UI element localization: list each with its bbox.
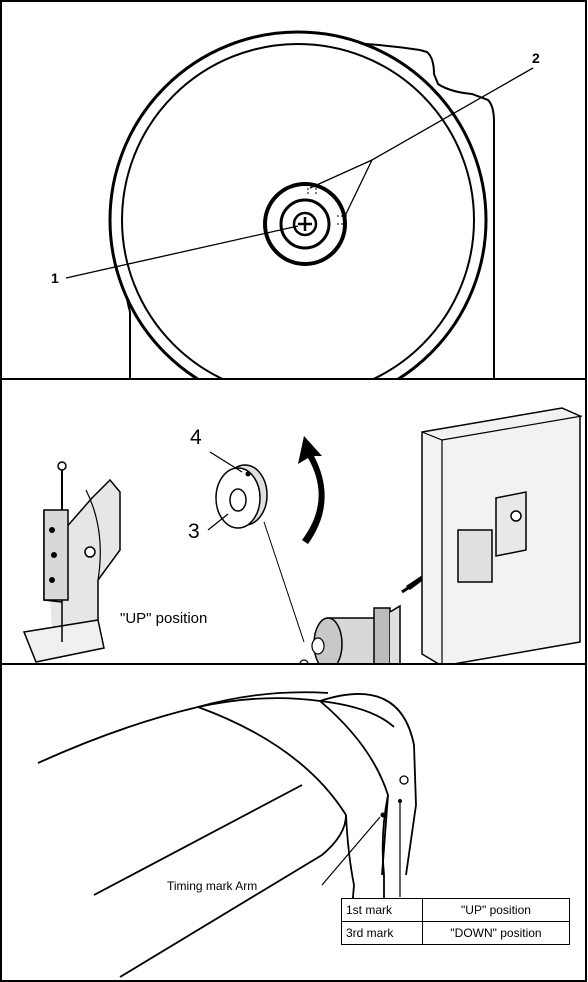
- collar-axis-line: [263, 521, 305, 643]
- panel-pulley: 2 1: [0, 0, 587, 380]
- leader-3: [207, 513, 229, 531]
- table-row: 3rd mark "DOWN" position: [341, 921, 570, 945]
- pulley-inner-ring: [121, 43, 475, 378]
- table-row: 1st mark "UP" position: [341, 898, 570, 922]
- mark-name-cell: 1st mark: [341, 898, 423, 922]
- timing-mark-dot-3: [398, 799, 402, 803]
- panel-timing-marks: Timing mark Arm 1st mark "UP" position 3…: [0, 663, 587, 982]
- timing-collar: [215, 464, 268, 529]
- motor-illustration: [299, 604, 401, 663]
- pulley-drawing: [65, 30, 534, 378]
- arm-drawing: [37, 691, 417, 978]
- callout-1: 1: [51, 270, 59, 286]
- mark-name-cell: 3rd mark: [341, 921, 423, 945]
- panel-collar-motor: 4 3 "UP" position: [0, 378, 587, 665]
- mark-position-cell: "DOWN" position: [422, 921, 570, 945]
- leader-2c: [343, 159, 373, 219]
- callout-2: 2: [532, 50, 540, 66]
- timing-mark-label: Timing mark Arm: [167, 879, 258, 893]
- leader-2a: [371, 67, 534, 161]
- up-position-label: "UP" position: [120, 610, 208, 627]
- hub-inner: [279, 198, 331, 250]
- collar-motor-drawing: [22, 407, 583, 663]
- rotation-arrow: [298, 436, 325, 544]
- control-box-illustration: [421, 407, 583, 663]
- callout-4: 4: [190, 426, 202, 449]
- hub-screw: [292, 211, 318, 237]
- machine-arm-illustration: [37, 691, 417, 978]
- timing-mark-hole: [399, 775, 409, 785]
- timing-mark-dot-1: [380, 812, 386, 818]
- sewing-head-illustration: [22, 461, 121, 663]
- leader-1: [65, 225, 299, 279]
- leader-2b: [309, 159, 373, 189]
- callout-3: 3: [188, 520, 200, 543]
- leader-timing-mark: [321, 816, 381, 886]
- mark-position-cell: "UP" position: [422, 898, 570, 922]
- timing-marks-table: 1st mark "UP" position 3rd mark "DOWN" p…: [341, 898, 570, 945]
- leader-4: [209, 451, 243, 473]
